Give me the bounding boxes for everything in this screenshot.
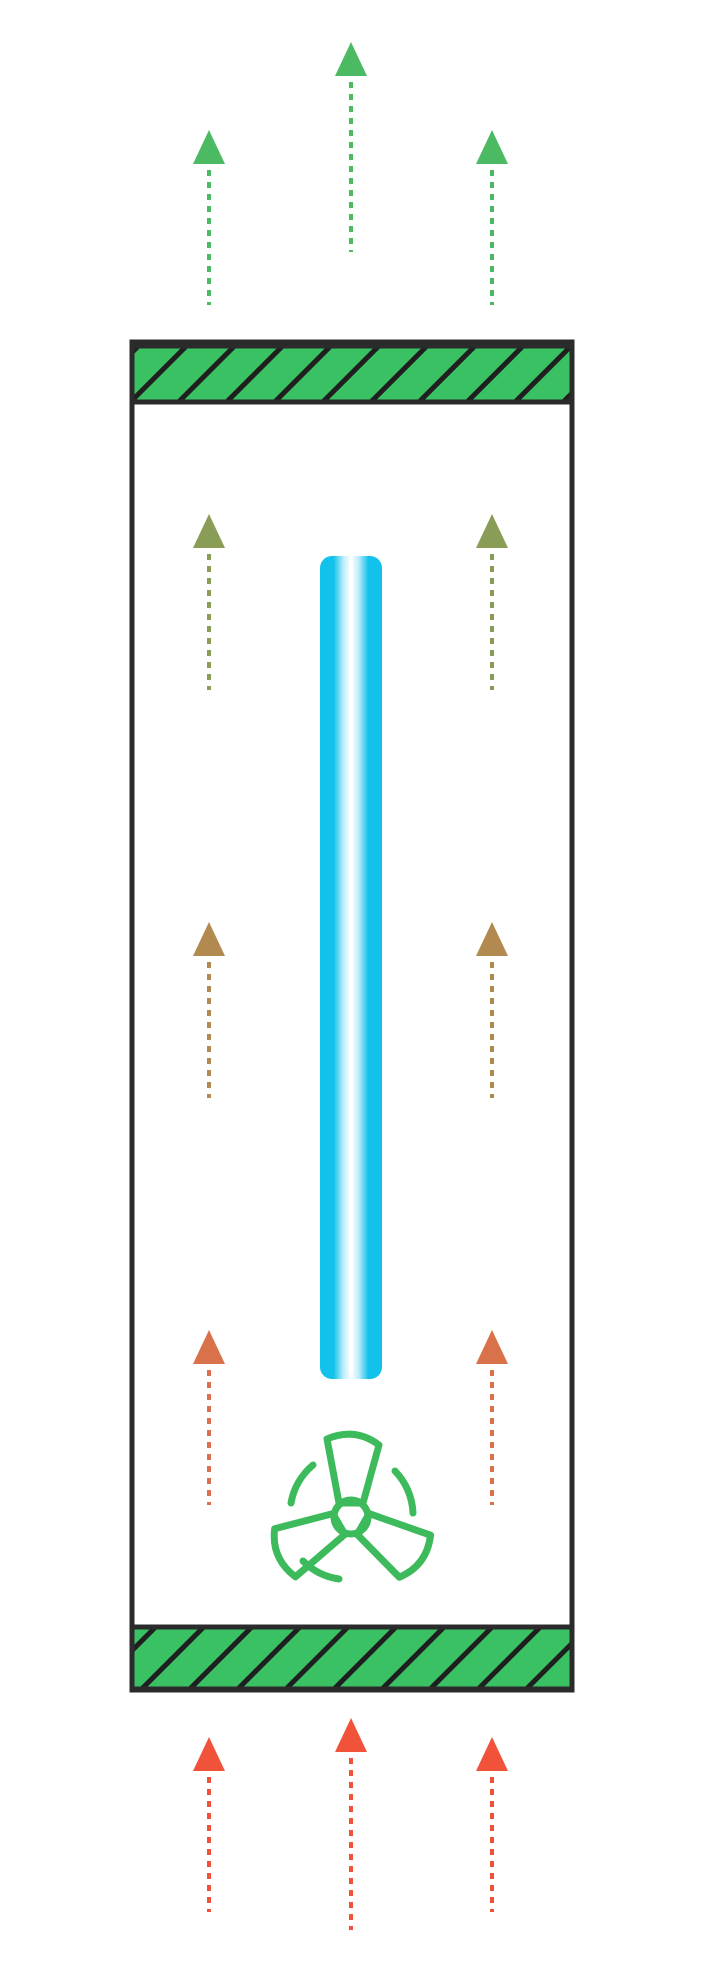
flow-arrow-lower-right — [476, 1330, 508, 1505]
airflow-arrows — [193, 42, 508, 1930]
arrow-head — [476, 1330, 508, 1364]
arrow-head — [193, 1737, 225, 1771]
arrow-head — [193, 1330, 225, 1364]
inlet-arrow-right — [476, 1737, 508, 1912]
flow-arrow-upper-left — [193, 514, 225, 690]
arrow-head — [476, 922, 508, 956]
flow-arrow-upper-right — [476, 514, 508, 690]
arrow-head — [476, 130, 508, 164]
outlet-arrow-right — [476, 130, 508, 305]
inlet-arrow-center — [335, 1718, 367, 1930]
outlet-arrow-center — [335, 42, 367, 252]
arrow-head — [476, 1737, 508, 1771]
arrow-head — [335, 42, 367, 76]
arrow-head — [193, 130, 225, 164]
flow-arrow-middle-right — [476, 922, 508, 1098]
fan-icon — [270, 1430, 435, 1583]
arrow-head — [193, 922, 225, 956]
top-filter — [129, 343, 575, 405]
inlet-arrow-left — [193, 1737, 225, 1912]
flow-arrow-lower-left — [193, 1330, 225, 1505]
arrow-head — [476, 514, 508, 548]
outlet-arrow-left — [193, 130, 225, 305]
arrow-head — [335, 1718, 367, 1752]
flow-arrow-middle-left — [193, 922, 225, 1098]
arrow-head — [193, 514, 225, 548]
uv-lamp — [320, 556, 382, 1379]
bottom-filter — [129, 1624, 575, 1692]
